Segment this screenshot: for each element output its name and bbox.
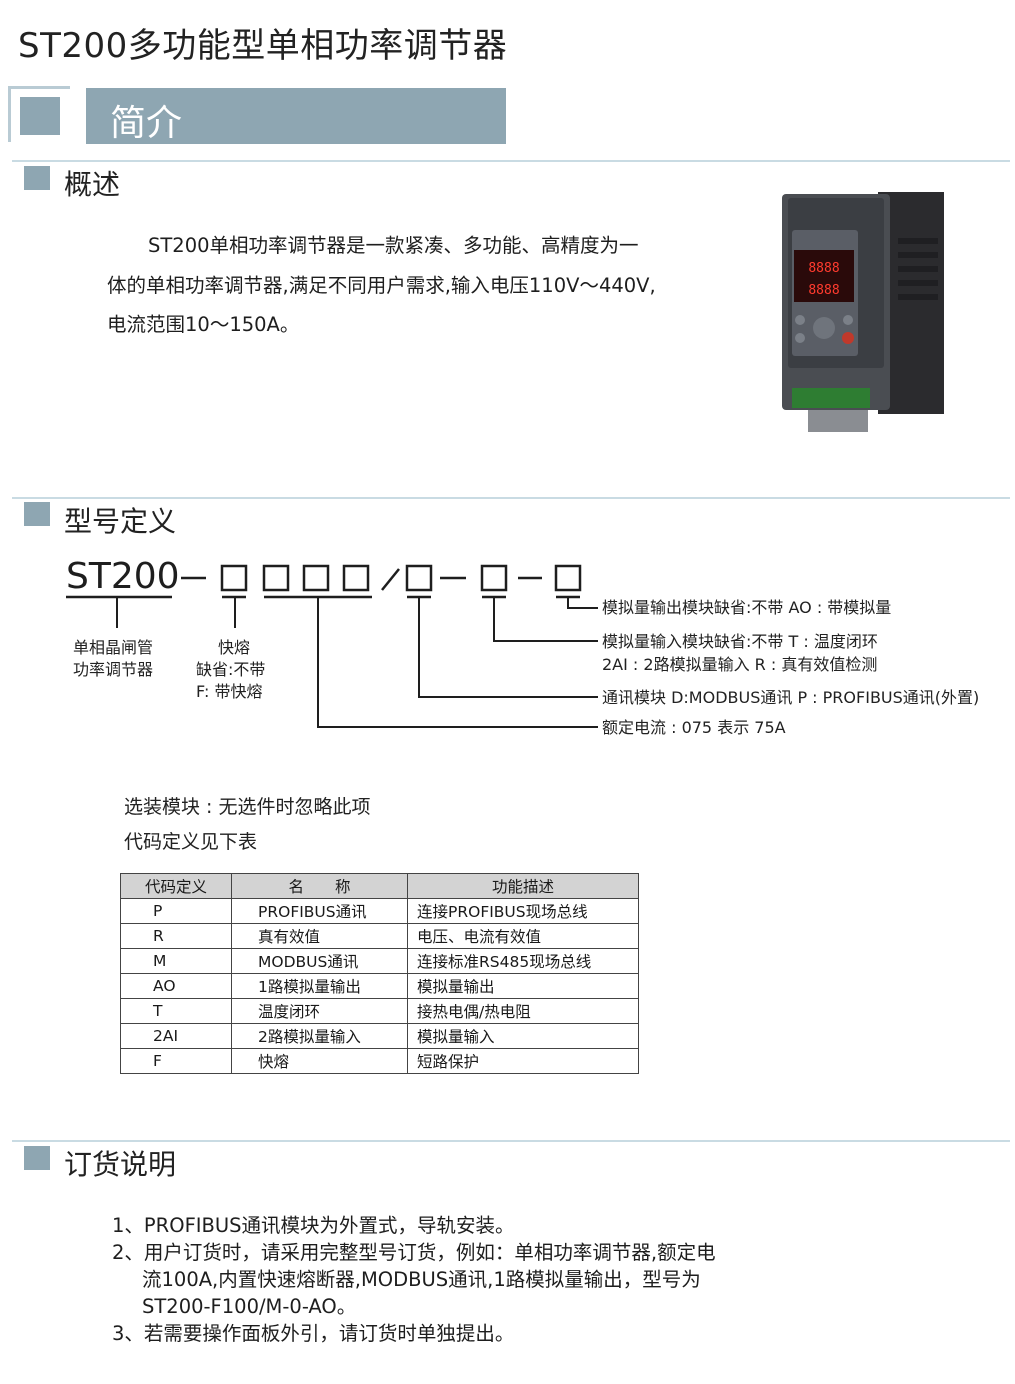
table-cell: 真有效值 xyxy=(231,923,408,949)
table-cell: 温度闭环 xyxy=(231,998,408,1024)
table-header: 名 称 xyxy=(231,873,408,899)
section-rule xyxy=(12,497,1010,499)
overview-heading: 概述 xyxy=(64,168,121,201)
table-header: 功能描述 xyxy=(407,873,639,899)
table-cell: 2AI xyxy=(120,1023,232,1049)
section-marker xyxy=(24,166,50,190)
table-cell: 1路模拟量输出 xyxy=(231,973,408,999)
label-rated-current: 额定电流 : 075 表示 75A xyxy=(602,718,786,737)
table-cell: P xyxy=(120,898,232,924)
order-line-5: 3、若需要操作面板外引，请订货时单独提出。 xyxy=(112,1322,515,1345)
order-line-4: ST200-F100/M-0-AO。 xyxy=(142,1295,357,1318)
table-cell: MODBUS通讯 xyxy=(231,948,408,974)
code-table: 代码定义 名 称 功能描述 P PROFIBUS通讯 连接PROFIBUS现场总… xyxy=(120,873,639,1074)
label-analog-input-2: 2AI : 2路模拟量输入 R : 真有效值检测 xyxy=(602,655,878,674)
table-row: F 快熔 短路保护 xyxy=(120,1048,639,1074)
table-cell: 连接标准RS485现场总线 xyxy=(407,948,639,974)
model-diagram xyxy=(66,564,598,728)
table-cell: 连接PROFIBUS现场总线 xyxy=(407,898,639,924)
banner-title: 简介 xyxy=(110,103,183,144)
model-definition-heading: 型号定义 xyxy=(64,505,177,538)
banner-frame xyxy=(8,86,70,142)
section-rule xyxy=(12,1140,1010,1142)
label-type-2: 功率调节器 xyxy=(73,660,154,679)
document-title: ST200多功能型单相功率调节器 xyxy=(18,26,508,66)
table-cell: 短路保护 xyxy=(407,1048,639,1074)
device-display-1: 8888 xyxy=(808,261,839,276)
table-cell: 接热电偶/热电阻 xyxy=(407,998,639,1024)
order-line-3: 流100A,内置快速熔断器,MODBUS通讯,1路模拟量输出，型号为 xyxy=(142,1268,701,1291)
label-fuse-2: 缺省:不带 xyxy=(196,660,266,679)
table-cell: 2路模拟量输入 xyxy=(231,1023,408,1049)
table-cell: M xyxy=(120,948,232,974)
label-type-1: 单相晶闸管 xyxy=(73,638,154,657)
model-code-prefix: ST200 xyxy=(66,556,180,597)
table-cell: 模拟量输出 xyxy=(407,973,639,999)
banner-square xyxy=(20,97,60,135)
overview-line-2: 体的单相功率调节器,满足不同用户需求,输入电压110V～440V, xyxy=(107,274,656,297)
device-image: 8888 8888 xyxy=(782,192,944,432)
banner-bar xyxy=(86,88,506,144)
table-row: 2AI 2路模拟量输入 模拟量输入 xyxy=(120,1023,639,1049)
label-comm: 通讯模块 D:MODBUS通讯 P : PROFIBUS通讯(外置) xyxy=(602,688,980,707)
table-cell: T xyxy=(120,998,232,1024)
table-row: AO 1路模拟量输出 模拟量输出 xyxy=(120,973,639,999)
label-analog-input-1: 模拟量输入模块缺省:不带 T : 温度闭环 xyxy=(602,632,878,651)
table-row: R 真有效值 电压、电流有效值 xyxy=(120,923,639,949)
table-row: M MODBUS通讯 连接标准RS485现场总线 xyxy=(120,948,639,974)
table-row: P PROFIBUS通讯 连接PROFIBUS现场总线 xyxy=(120,898,639,924)
device-display-2: 8888 xyxy=(808,283,839,298)
table-cell: 电压、电流有效值 xyxy=(407,923,639,949)
table-row: T 温度闭环 接热电偶/热电阻 xyxy=(120,998,639,1024)
section-rule xyxy=(12,160,1010,162)
table-cell: 模拟量输入 xyxy=(407,1023,639,1049)
table-cell: AO xyxy=(120,973,232,999)
note-optional: 选装模块 : 无选件时忽略此项 xyxy=(124,796,371,818)
ordering-heading: 订货说明 xyxy=(64,1148,177,1181)
label-analog-output: 模拟量输出模块缺省:不带 AO : 带模拟量 xyxy=(602,598,892,617)
section-marker xyxy=(24,502,50,526)
overview-line-3: 电流范围10～150A。 xyxy=(107,313,300,336)
label-fuse-3: F: 带快熔 xyxy=(196,682,263,701)
note-table-ref: 代码定义见下表 xyxy=(124,831,258,853)
table-cell: R xyxy=(120,923,232,949)
order-line-1: 1、PROFIBUS通讯模块为外置式，导轨安装。 xyxy=(112,1214,515,1237)
section-marker xyxy=(24,1146,50,1170)
table-cell: F xyxy=(120,1048,232,1074)
table-cell: 快熔 xyxy=(231,1048,408,1074)
order-line-2: 2、用户订货时，请采用完整型号订货，例如：单相功率调节器,额定电 xyxy=(112,1241,716,1264)
table-header: 代码定义 xyxy=(120,873,232,899)
label-fuse-1: 快熔 xyxy=(218,638,251,657)
overview-line-1: ST200单相功率调节器是一款紧凑、多功能、高精度为一 xyxy=(148,234,639,257)
table-cell: PROFIBUS通讯 xyxy=(231,898,408,924)
table-header-row: 代码定义 名 称 功能描述 xyxy=(120,873,639,899)
